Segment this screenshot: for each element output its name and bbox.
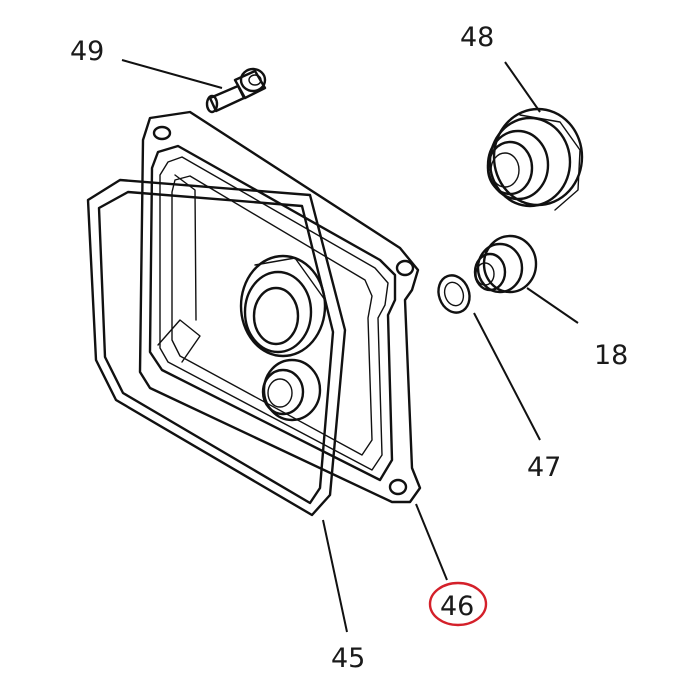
leader-45: [322, 519, 348, 633]
cover-icon: [138, 110, 422, 504]
callout-48: 48: [460, 22, 494, 53]
callout-18: 18: [594, 340, 628, 371]
callout-47: 47: [527, 452, 561, 483]
leader-18: [526, 287, 579, 324]
callout-45: 45: [331, 643, 365, 674]
callout-49: 49: [70, 36, 104, 67]
washer-icon: [437, 274, 471, 314]
fitting-icon: [486, 107, 584, 211]
leader-47: [473, 312, 541, 441]
callout-46: 46: [440, 591, 474, 622]
leader-49: [121, 59, 223, 89]
leader-48: [504, 61, 541, 113]
plug-icon: [473, 234, 538, 294]
highlight-circle: [428, 581, 488, 627]
leader-46: [415, 503, 448, 581]
bolt-icon: [205, 67, 267, 114]
